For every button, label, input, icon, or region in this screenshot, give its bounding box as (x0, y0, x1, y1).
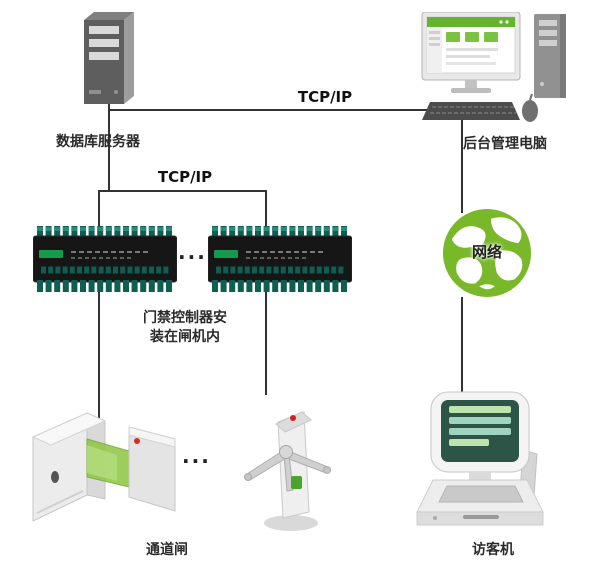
management-pc-label: 后台管理电脑 (463, 136, 547, 152)
network-label: 网络 (471, 243, 502, 261)
connector-network-to-kiosk (461, 297, 463, 395)
connector-controllers-bus (98, 190, 267, 192)
management-pc-icon (420, 11, 572, 124)
connector-pc-to-network (461, 109, 463, 213)
gates-ellipsis: ... (182, 444, 211, 468)
connector-bus-to-controller2 (265, 190, 267, 228)
connector-controller1-to-gate (98, 290, 100, 418)
tcpip-mid-label: TCP/IP (157, 168, 213, 186)
visitor-kiosk-icon (405, 390, 555, 535)
database-server-icon (78, 12, 140, 110)
controller-note-line2: 装在闸机内 (150, 329, 220, 345)
visitor-kiosk-label: 访客机 (472, 542, 514, 558)
controller-note-line1: 门禁控制器安 (143, 310, 227, 326)
access-controller-1-icon (32, 226, 178, 292)
tcpip-top-label: TCP/IP (297, 88, 353, 106)
connector-server-to-pc (109, 109, 463, 111)
connector-controller2-to-gate (265, 290, 267, 395)
connector-bus-to-controller1 (98, 190, 100, 228)
connector-server-down (108, 98, 110, 192)
access-controller-2-icon (207, 226, 353, 292)
controllers-ellipsis: ... (178, 240, 207, 264)
tripod-turnstile-icon (235, 390, 350, 535)
database-server-label: 数据库服务器 (56, 134, 140, 150)
gate-label: 通道闸 (146, 542, 188, 558)
controller-note: 门禁控制器安 装在闸机内 (115, 309, 255, 347)
flap-barrier-icon (25, 393, 185, 533)
network-globe-icon: 网络 (442, 208, 532, 298)
